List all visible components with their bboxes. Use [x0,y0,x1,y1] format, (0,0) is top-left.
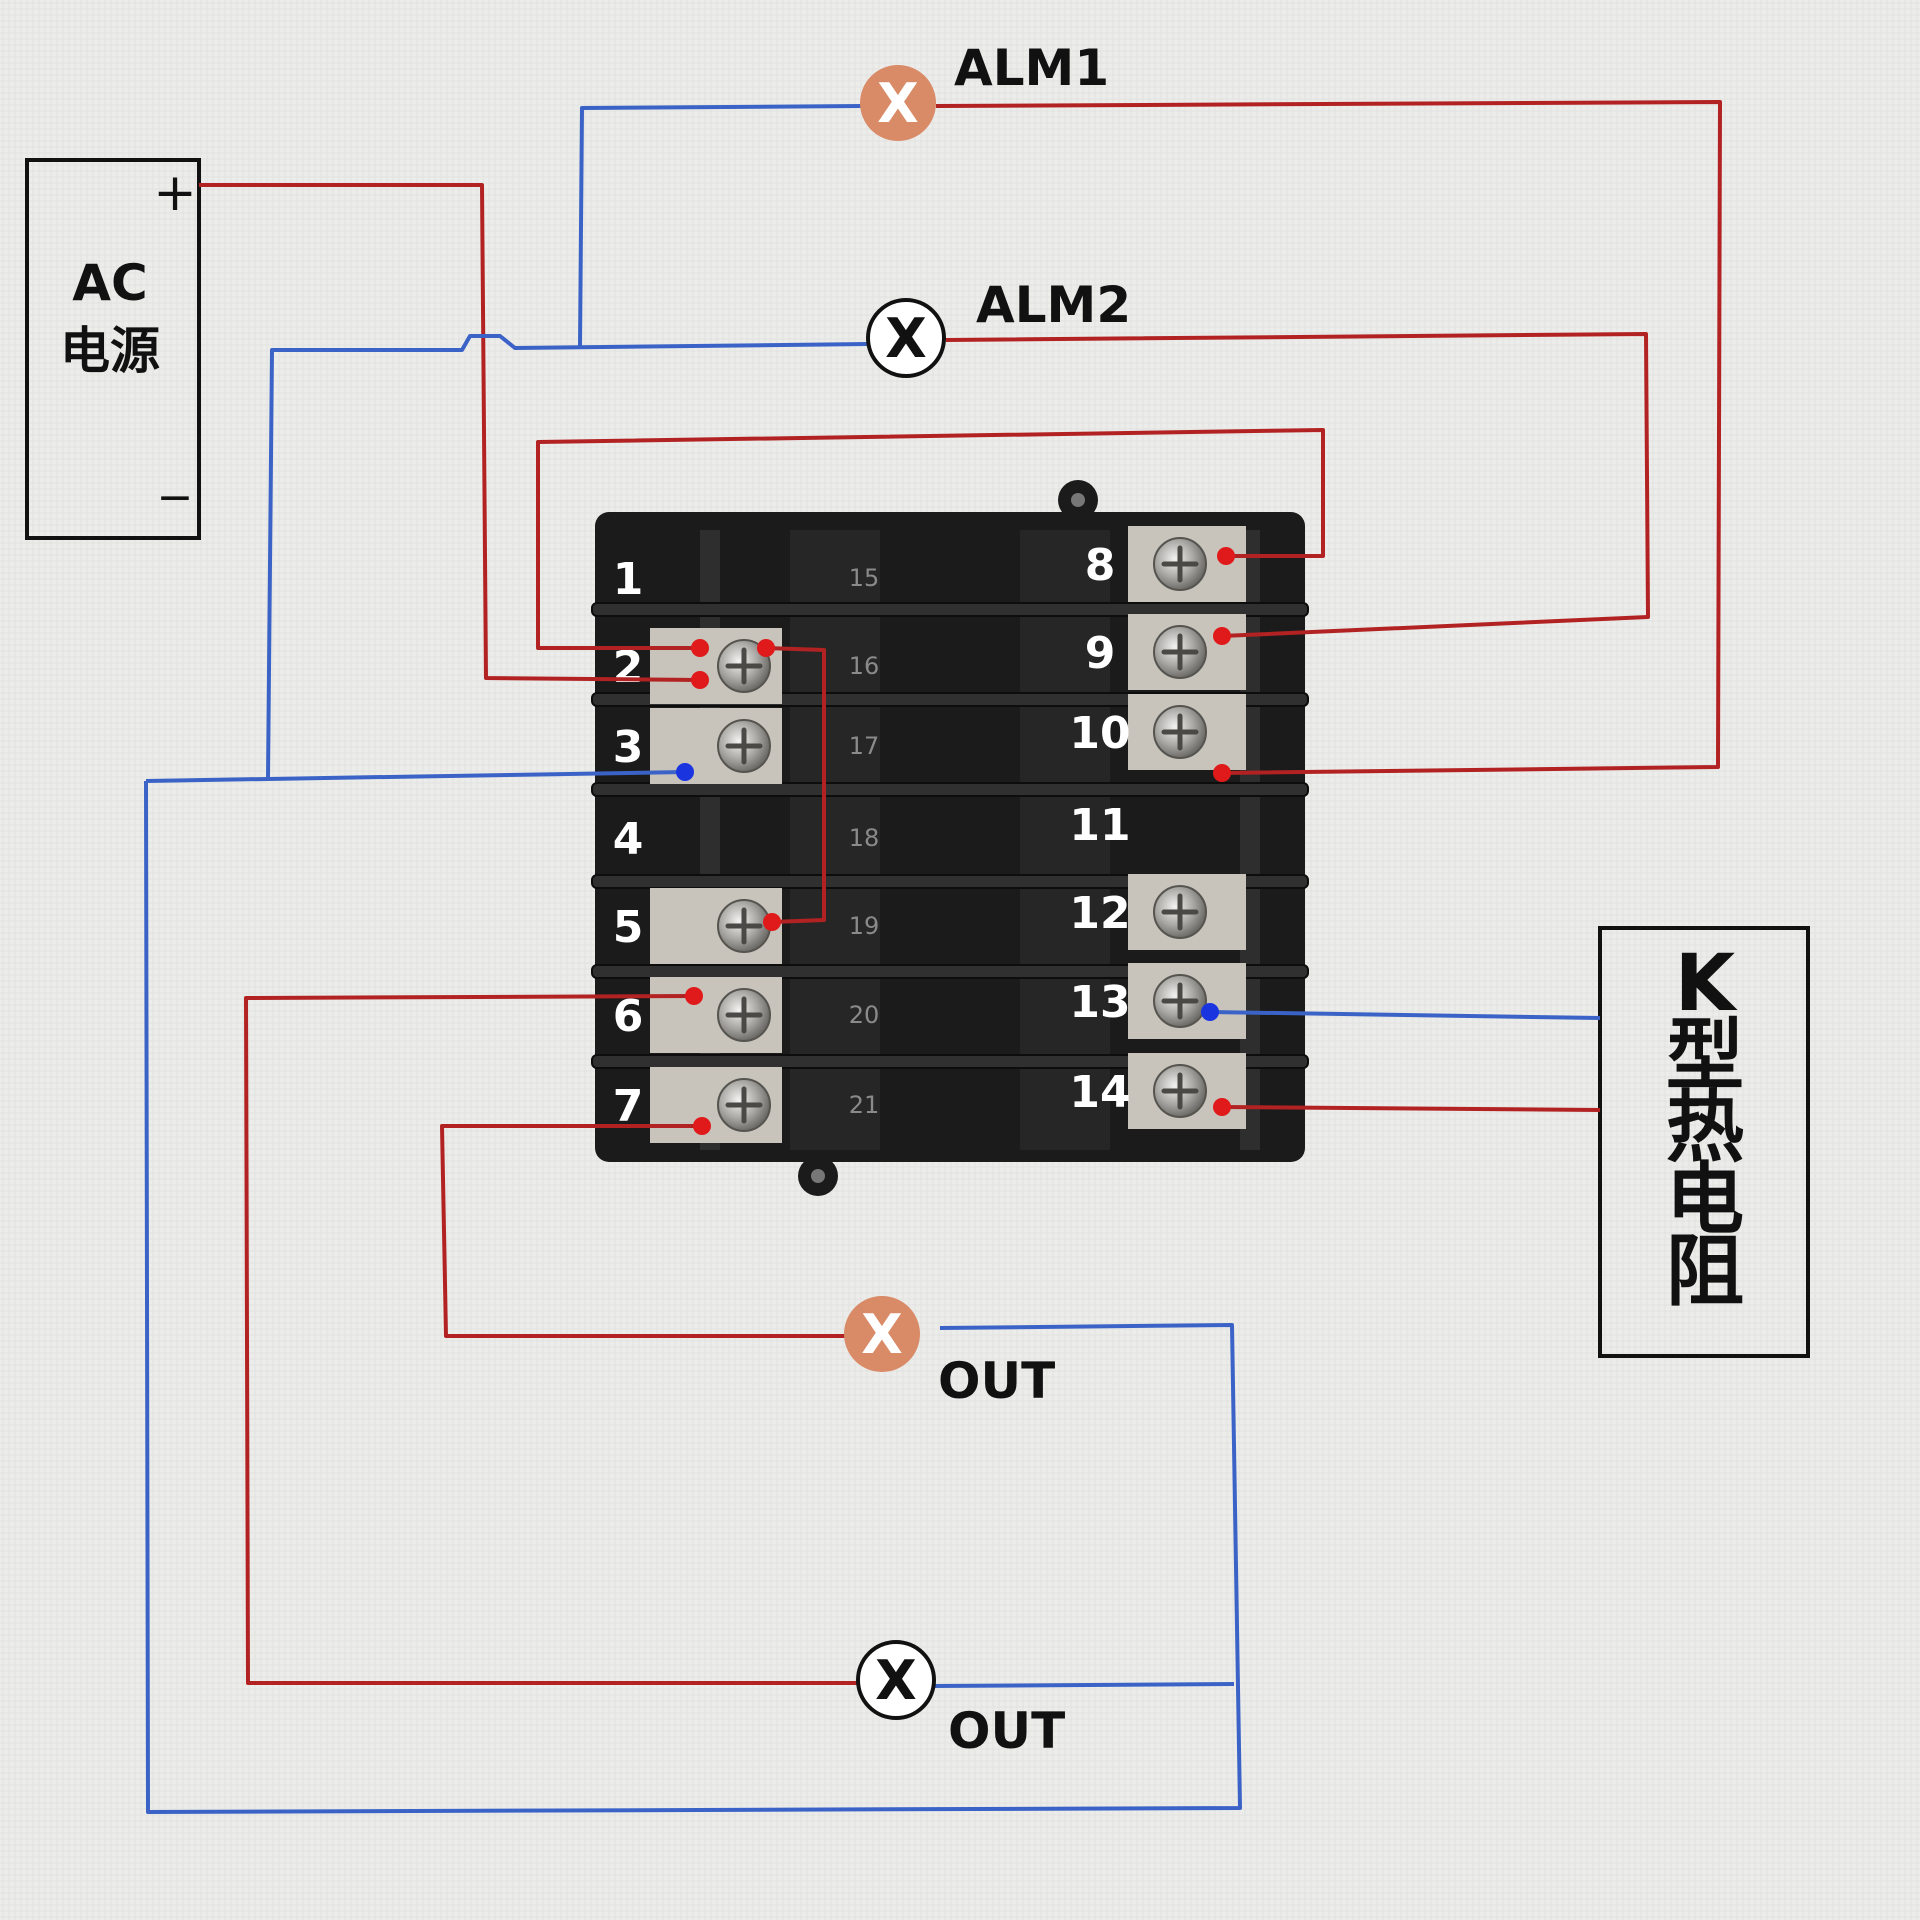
connection-dot-red [757,639,775,657]
connection-dot-red [1213,627,1231,645]
connection-dot-red [763,913,781,931]
plus-sign: + [153,163,197,223]
blue-wires [144,104,1601,1814]
wire-sensor-to-t13 [1209,1010,1601,1020]
lamp-out2-symbol: X [875,1649,917,1712]
terminal-number-right: 9 [1085,628,1116,679]
wire-common-to-t3 [145,770,686,783]
lamp-out2: X OUT [856,1640,1065,1760]
wire-alm1-return [578,104,863,347]
terminal-number-middle: 20 [849,1001,880,1029]
connection-dot-blue [1201,1003,1219,1021]
terminal-number-right: 12 [1069,888,1130,939]
connection-dot-red [691,639,709,657]
wire-t2-loop-to-t8 [536,428,1325,650]
wire-power-plus-to-t2 [199,183,701,682]
terminal-number-left: 2 [613,642,644,693]
connection-dot-red [1217,547,1235,565]
connection-dot-red [1213,764,1231,782]
connection-dots [676,547,1235,1135]
terminal-number-right: 10 [1069,708,1130,759]
terminal-number-middle: 21 [849,1091,880,1119]
terminal-number-middle: 18 [849,824,880,852]
wire-alm1-to-t10 [935,100,1722,775]
lamp-out1-symbol: X [861,1303,903,1366]
ac-power-source: AC 电源 + − [25,158,201,540]
terminal-number-middle: 19 [849,912,880,940]
out2-label: OUT [948,1702,1065,1760]
middle-terminal-labels: 15 16 17 18 19 20 21 [849,564,880,1119]
wire-out2-return [933,1682,1235,1688]
connection-dot-red [691,671,709,689]
connection-dot-red [693,1117,711,1135]
lamp-alm2: X ALM2 [866,276,1131,378]
terminal-number-left: 4 [613,814,644,865]
terminal-number-middle: 17 [849,732,880,760]
terminal-number-right: 14 [1069,1067,1130,1118]
wire-common-bus [144,780,1242,1814]
terminal-number-right: 8 [1085,540,1116,591]
terminal-number-right: 11 [1069,800,1130,851]
connection-dot-red [685,987,703,1005]
connection-dot-blue [676,763,694,781]
terminal-number-left: 7 [613,1081,644,1132]
row-divider [591,602,1309,617]
alm2-label: ALM2 [976,276,1131,334]
wire-sensor-to-t14 [1221,1105,1601,1112]
terminal-block [591,480,1309,1196]
terminal-number-middle: 15 [849,564,880,592]
terminal-number-left: 6 [613,991,644,1042]
power-label-source: 电源 [60,322,160,380]
out1-label: OUT [938,1352,1055,1410]
connection-dot-red [1213,1098,1231,1116]
terminal-number-left: 5 [613,902,644,953]
power-label-ac: AC [72,254,147,312]
lamp-alm1-symbol: X [877,72,919,135]
terminal-number-left: 3 [613,722,644,773]
minus-sign: − [157,472,194,523]
wire-t6-to-out2 [244,994,860,1685]
terminal-number-right: 13 [1069,977,1130,1028]
wire-alm2-to-t9 [945,332,1650,638]
wire-alm2-return-common [266,334,869,779]
wire-t2-to-t5-jumper [765,646,826,924]
row-divider [591,782,1309,797]
red-wires [199,100,1722,1685]
lamp-out1: X OUT [844,1296,1055,1410]
wire-t7-to-out1 [440,1124,846,1338]
lamp-alm2-symbol: X [885,307,927,370]
lamp-alm1: X ALM1 [860,39,1109,141]
terminal-number-left: 1 [613,554,644,605]
alm1-label: ALM1 [954,39,1109,97]
terminal-number-middle: 16 [849,652,880,680]
